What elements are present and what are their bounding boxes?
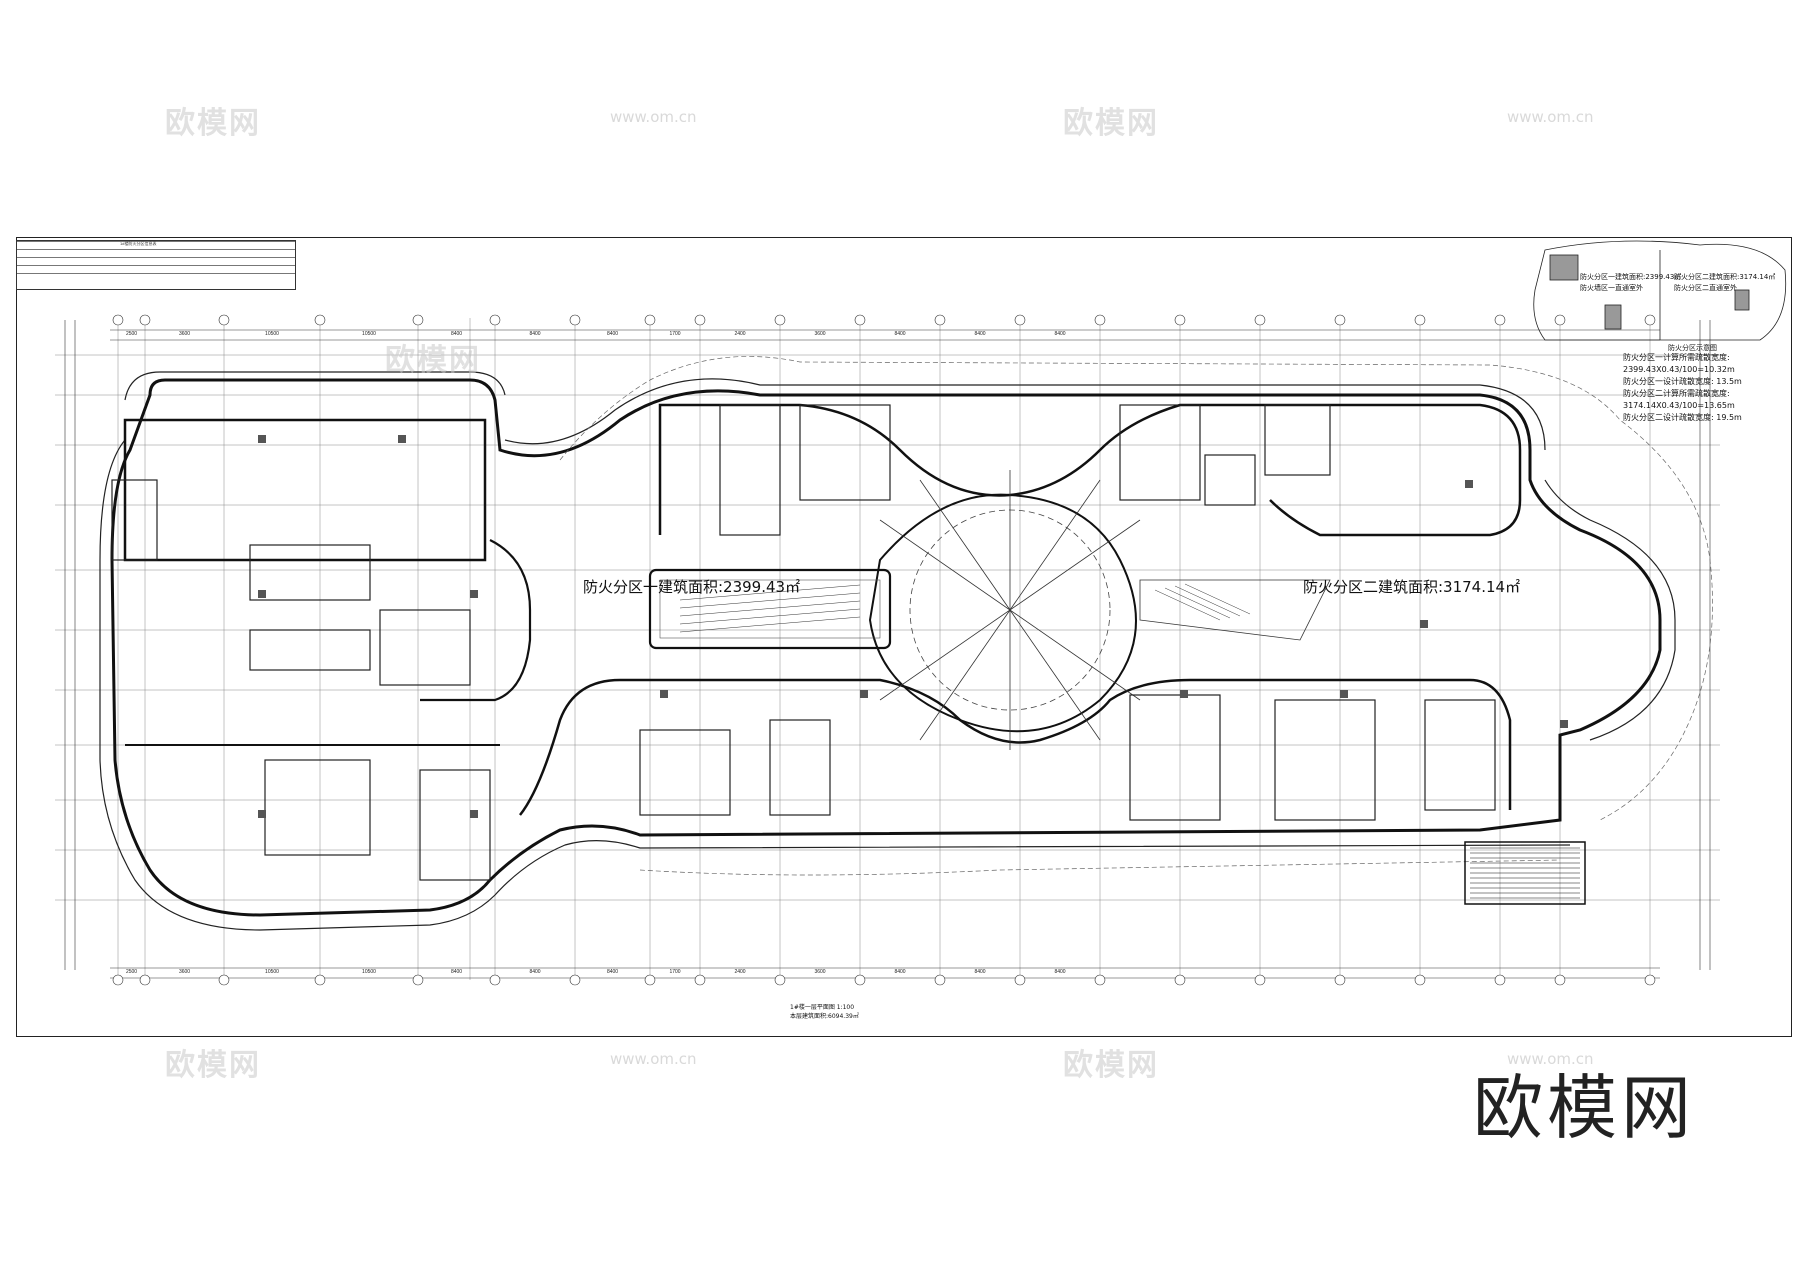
watermark-logo: 欧模网 <box>165 106 261 141</box>
stair-ramp-hatch <box>1470 847 1580 899</box>
key-plan-inset <box>1533 240 1787 341</box>
dashed-offset-outline-2 <box>639 859 1561 876</box>
fire-zone-2-label: 防火分区二建筑面积:3174.14㎡ <box>1303 578 1521 596</box>
escalator-zone-1 <box>648 568 892 650</box>
dimension-label: 3600 <box>814 331 825 337</box>
escalator-2-hatch <box>1154 583 1251 621</box>
dimension-label: 8400 <box>1054 969 1065 975</box>
stair-ramp-southeast <box>1464 841 1586 905</box>
dimension-label: 8400 <box>451 331 462 337</box>
escalator-1-hatch <box>679 584 861 633</box>
drawing-sheet-frame <box>16 237 1792 1037</box>
evacuation-notes: 防火分区一计算所需疏散宽度: 2399.43X0.43/100=10.32m 防… <box>1623 352 1800 424</box>
dimension-label: 2400 <box>734 331 745 337</box>
dimension-label: 3600 <box>814 969 825 975</box>
dimension-lines <box>64 320 1711 979</box>
escalator-zone-1-inner <box>659 579 881 639</box>
dimension-label: 1700 <box>669 331 680 337</box>
note-line: 防火分区二设计疏散宽度: 19.5m <box>1623 413 1742 422</box>
dimension-label: 3600 <box>179 969 190 975</box>
axis-bubbles-top <box>112 314 1656 326</box>
left-south-restroom <box>419 769 491 881</box>
dimension-label: 1700 <box>669 969 680 975</box>
dimension-label: 10500 <box>362 969 376 975</box>
atrium-radial-beams <box>879 470 1141 750</box>
left-core-stairs <box>249 544 371 601</box>
left-curved-wall <box>420 539 532 702</box>
north-rooms <box>719 404 1331 536</box>
dimension-label: 8400 <box>529 969 540 975</box>
dimension-label: 8400 <box>529 331 540 337</box>
fire-zone-info-table <box>16 240 296 290</box>
watermark-logo: 欧模网 <box>165 1048 261 1083</box>
left-core-elevators <box>249 629 371 671</box>
brand-logo: 欧模网 <box>1473 1067 1695 1149</box>
escalator-zone-2 <box>1139 579 1331 641</box>
watermark-url: www.om.cn <box>1507 1050 1594 1068</box>
table-title: 1#楼防火分区信息表 <box>120 241 157 246</box>
note-line: 防火分区一设计疏散宽度: 13.5m <box>1623 377 1742 386</box>
key-label-zone2: 防火分区二建筑面积:3174.14㎡ <box>1674 273 1776 281</box>
dimension-label: 8400 <box>451 969 462 975</box>
dimension-label: 8400 <box>607 331 618 337</box>
dimension-label: 8400 <box>1054 331 1065 337</box>
left-south-core <box>264 759 371 856</box>
dimension-label: 3600 <box>179 331 190 337</box>
key-label-zone1: 防火分区一建筑面积:2399.43㎡ <box>1580 273 1682 281</box>
dimension-label: 8400 <box>607 969 618 975</box>
dimension-label: 8400 <box>974 331 985 337</box>
note-line: 防火分区二计算所需疏散宽度: 3174.14X0.43/100=13.65m <box>1623 389 1735 410</box>
key-plan-caption: 防火分区示意图 <box>1668 344 1717 352</box>
dimension-label: 2400 <box>734 969 745 975</box>
dimension-label: 8400 <box>894 969 905 975</box>
watermark-url: www.om.cn <box>610 108 697 126</box>
left-main-hall <box>123 418 487 562</box>
building-outline-inner <box>99 371 1676 931</box>
watermark-logo: 欧模网 <box>1063 106 1159 141</box>
axis-bubbles-bottom <box>112 974 1656 986</box>
fire-zone-1-label: 防火分区一建筑面积:2399.43㎡ <box>583 578 801 596</box>
dimension-label: 10500 <box>362 331 376 337</box>
dimension-label: 8400 <box>894 331 905 337</box>
building-outline <box>110 378 1662 917</box>
note-line: 防火分区一计算所需疏散宽度: 2399.43X0.43/100=10.32m <box>1623 353 1735 374</box>
left-restrooms <box>379 609 471 686</box>
dimension-label: 10500 <box>265 969 279 975</box>
dimension-label: 2500 <box>126 331 137 337</box>
watermark-url: www.om.cn <box>610 1050 697 1068</box>
central-atrium-oval <box>868 493 1137 733</box>
south-corridor-curve <box>519 678 1512 816</box>
watermark-logo: 欧模网 <box>385 343 481 378</box>
dimension-label: 8400 <box>974 969 985 975</box>
dashed-offset-outline <box>559 356 1713 821</box>
watermark-logo: 欧模网 <box>1063 1048 1159 1083</box>
floor-area: 本层建筑面积:6094.39㎡ <box>790 1013 859 1020</box>
watermark-url: www.om.cn <box>1507 108 1594 126</box>
left-stair-west <box>111 479 158 561</box>
axis-grid <box>55 318 1720 980</box>
key-label-exit1: 防火墙区一直通室外 <box>1580 284 1643 292</box>
drawing-title: 1#楼一层平面图 1:100 <box>790 1004 855 1011</box>
dimension-label: 10500 <box>265 331 279 337</box>
south-rooms <box>639 694 1496 821</box>
key-label-exit2: 防火分区二直通室外 <box>1674 284 1737 292</box>
dimension-label: 2500 <box>126 969 137 975</box>
drawing-caption: 1#楼一层平面图 1:100 本层建筑面积:6094.39㎡ <box>790 1003 859 1021</box>
north-corridor-curve <box>658 403 1522 537</box>
structural-columns <box>258 435 1568 818</box>
